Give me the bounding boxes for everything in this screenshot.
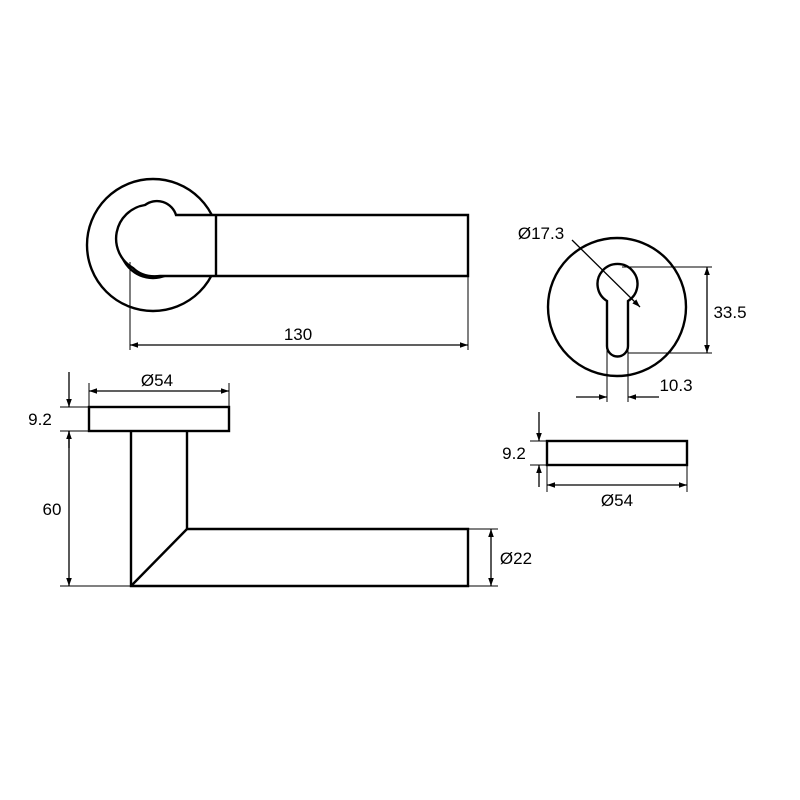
escutcheon-diameter-label: Ø54	[601, 491, 633, 510]
top-view-lever: 130	[85, 177, 470, 350]
keyhole-outline	[596, 262, 639, 358]
keyhole-width-label: 10.3	[659, 376, 692, 395]
escutcheon-front-view: Ø17.3 33.5 10.3	[518, 224, 747, 402]
escutcheon-thickness-label: 9.2	[502, 444, 526, 463]
lever-bend-line	[130, 528, 188, 587]
lever-side-profile	[129, 431, 470, 588]
rose-thickness-label: 9.2	[28, 410, 52, 429]
cylinder-hole-leader	[571, 239, 641, 308]
escutcheon-outer-circle	[546, 236, 688, 378]
escutcheon-side-profile	[545, 439, 689, 467]
side-view-escutcheon: 9.2 Ø54	[502, 412, 689, 510]
handle-height-label: 60	[43, 500, 62, 519]
rose-side-profile	[87, 405, 231, 433]
side-view-lever: Ø54 9.2 60 Ø22	[28, 371, 532, 588]
lever-diameter-label: Ø22	[500, 549, 532, 568]
cylinder-hole-label: Ø17.3	[518, 224, 564, 243]
rose-diameter-label: Ø54	[141, 371, 173, 390]
lever-body-top	[114, 199, 470, 278]
keyhole-height-label: 33.5	[713, 303, 746, 322]
handle-length-label: 130	[284, 325, 312, 344]
